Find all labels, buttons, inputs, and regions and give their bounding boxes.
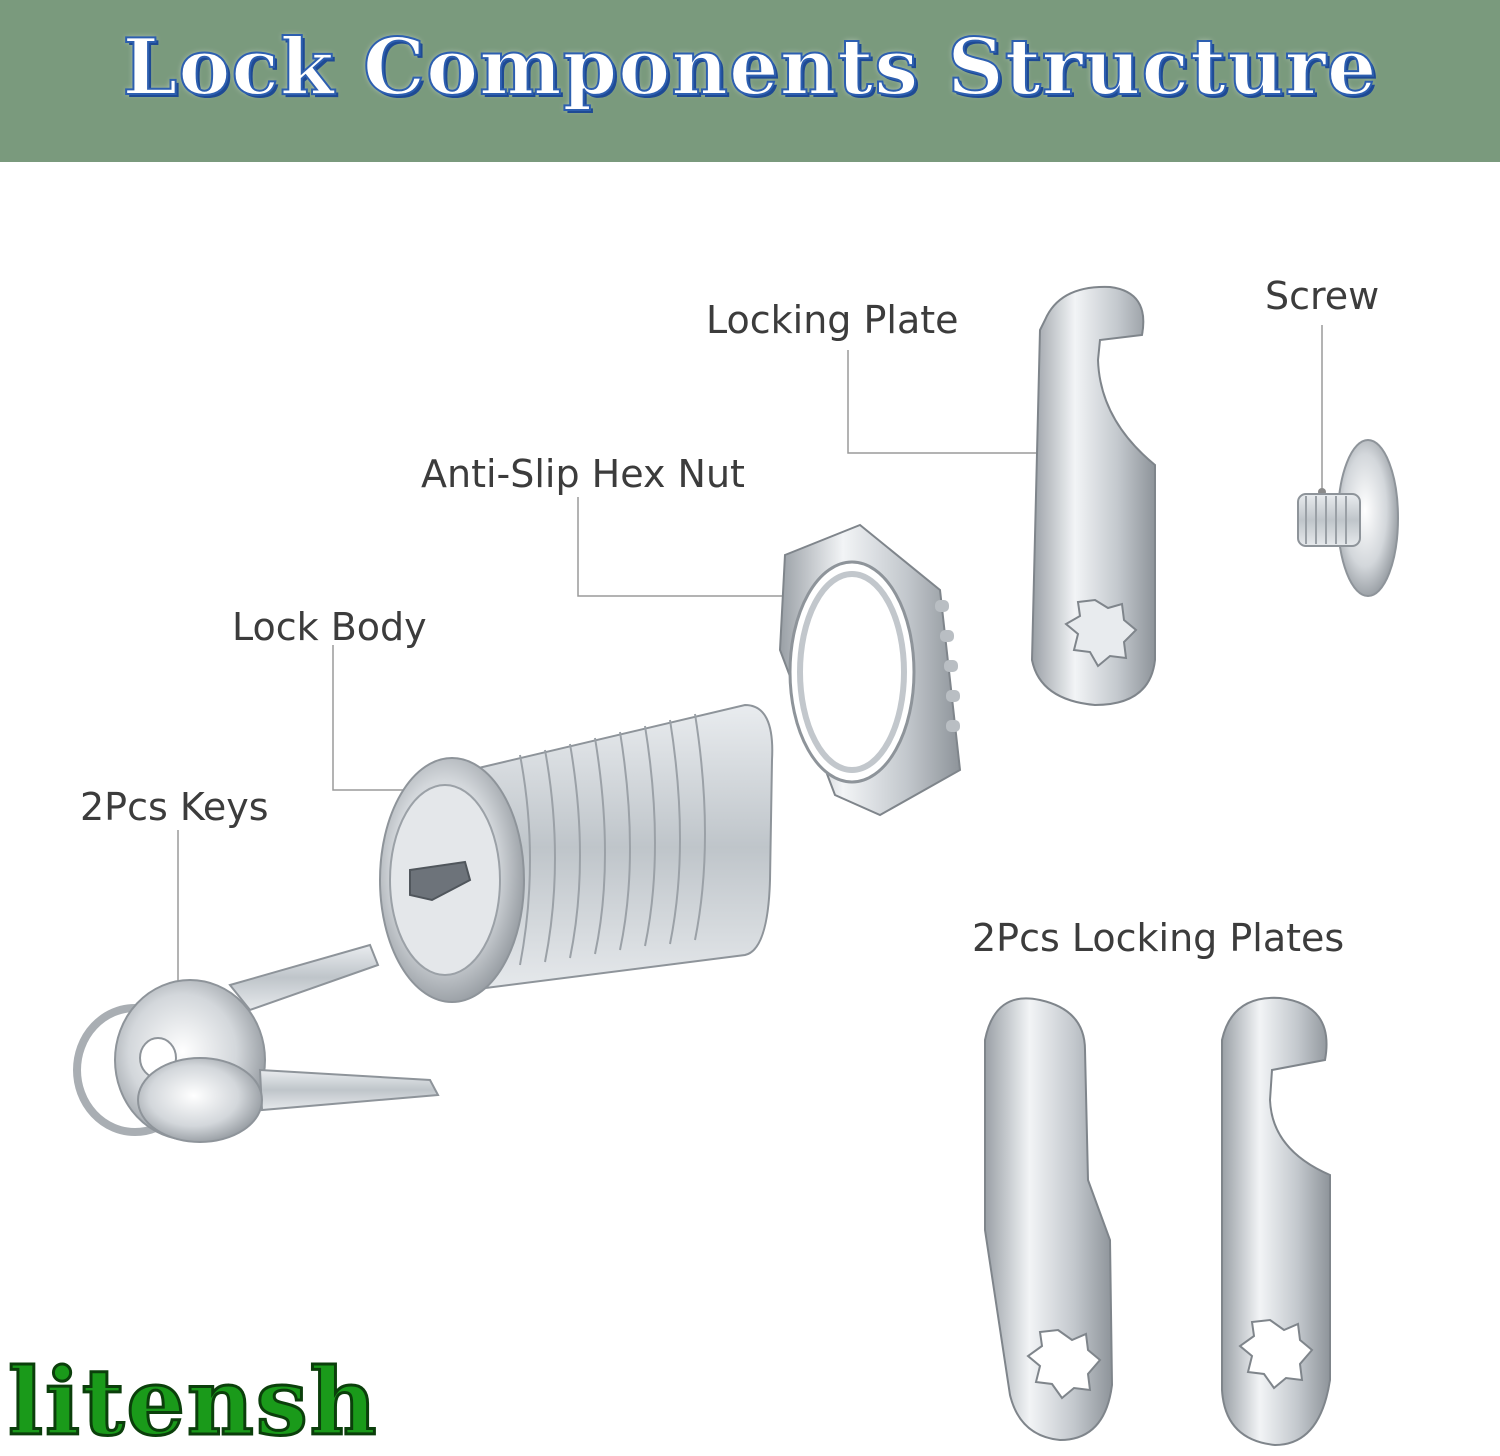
components-illustration xyxy=(73,285,1399,1447)
label-screw: Screw xyxy=(1265,274,1380,318)
label-hex-nut: Anti-Slip Hex Nut xyxy=(421,452,745,496)
hex-nut-image xyxy=(778,523,962,817)
header-banner xyxy=(0,0,1500,162)
label-locking-plates: 2Pcs Locking Plates xyxy=(972,916,1345,960)
locking-plate-image xyxy=(1030,285,1156,707)
brand-logo: litensh xyxy=(7,1348,379,1456)
lock-body-image xyxy=(379,703,774,1003)
screw-image xyxy=(1297,439,1399,597)
keys-image xyxy=(73,943,440,1143)
label-locking-plate: Locking Plate xyxy=(706,298,959,342)
page-title: Lock Components Structure xyxy=(121,21,1378,114)
locking-plates-pair-image xyxy=(984,996,1331,1447)
label-lock-body: Lock Body xyxy=(232,605,427,649)
label-keys: 2Pcs Keys xyxy=(80,785,269,829)
